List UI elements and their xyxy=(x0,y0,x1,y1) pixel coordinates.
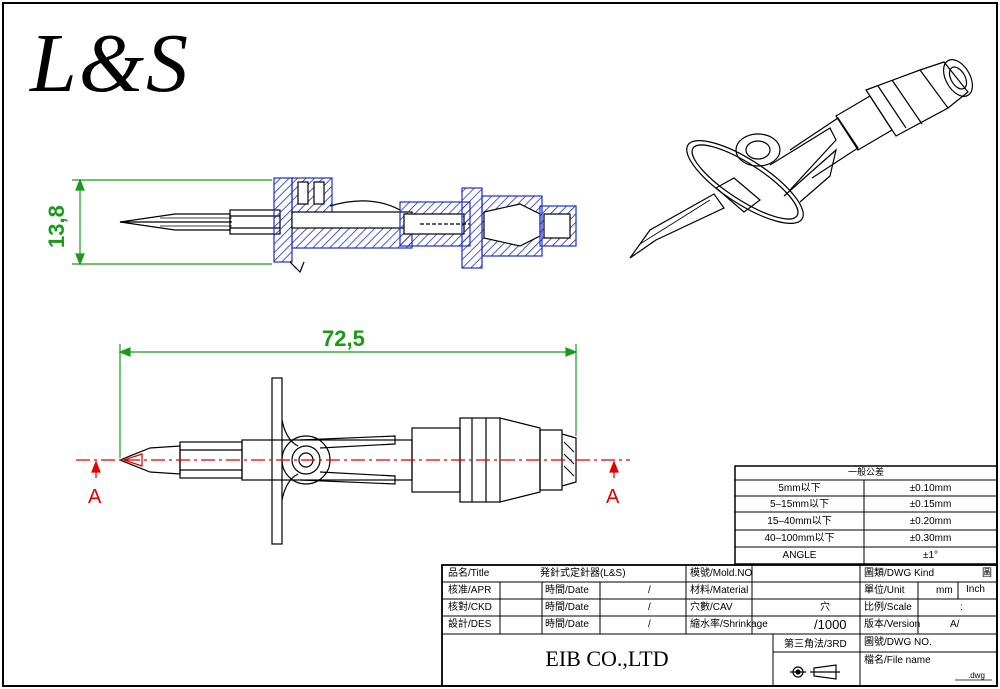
tb-unit-inch: Inch xyxy=(966,584,985,595)
tb-file-label: 檔名/File name xyxy=(864,655,931,666)
tolerance-value-2: ±0.15mm xyxy=(909,499,952,510)
tolerance-range-2: 5–15mm以下 xyxy=(770,499,829,510)
tb-date-slash-3: / xyxy=(648,619,651,630)
isometric-view xyxy=(629,59,974,259)
section-label-left: A xyxy=(88,486,102,508)
tb-date-label-1: 時間/Date xyxy=(545,585,589,596)
tb-shrink-value: /1000 xyxy=(814,617,847,632)
front-view xyxy=(118,377,577,545)
tolerance-range-4: 40–100mm以下 xyxy=(764,533,835,544)
tb-date-slash-1: / xyxy=(648,585,651,596)
tb-ckd-label: 核對/CKD xyxy=(448,602,492,613)
tb-scale-value: : xyxy=(960,602,963,613)
section-label-right: A xyxy=(606,486,620,508)
tolerance-table-lines xyxy=(734,465,998,565)
tolerance-value-1: ±0.10mm xyxy=(909,483,952,494)
tolerance-range-1: 5mm以下 xyxy=(778,483,821,494)
tb-version-value: A/ xyxy=(950,619,960,630)
section-line xyxy=(76,459,630,478)
tb-des-label: 設計/DES xyxy=(448,619,492,630)
dim-length-label: 72,5 xyxy=(322,326,365,351)
tb-scale-label: 比例/Scale xyxy=(864,602,912,613)
dim-height-lines xyxy=(72,178,272,266)
tolerance-range-5: ANGLE xyxy=(782,550,817,561)
title-block-lines xyxy=(441,564,998,687)
tb-material-label: 材料/Material xyxy=(690,585,749,596)
tb-date-label-2: 時間/Date xyxy=(545,602,589,613)
tb-title-label: 品名/Title xyxy=(448,568,490,579)
tb-unit-label: 單位/Unit xyxy=(864,585,905,596)
tb-unit-mm: mm xyxy=(936,585,953,596)
dim-length-lines xyxy=(118,344,578,458)
tolerance-range-3: 15–40mm以下 xyxy=(767,516,832,527)
tb-apr-label: 核准/APR xyxy=(448,585,492,596)
projection-symbol-icon xyxy=(790,664,840,680)
company-logo: L&S xyxy=(30,17,191,110)
tb-title-value: 発針式定針器(L&S) xyxy=(540,568,626,579)
tb-file-ext: .dwg xyxy=(968,671,985,680)
company-name: EIB CO.,LTD xyxy=(545,646,669,671)
tolerance-value-4: ±0.30mm xyxy=(909,533,952,544)
tolerance-value-3: ±0.20mm xyxy=(909,516,952,527)
tb-date-label-3: 時間/Date xyxy=(545,619,589,630)
tb-cav-label: 穴數/CAV xyxy=(690,602,733,613)
dim-height-label: 13,8 xyxy=(44,205,69,248)
tb-shrink-label: 縮水率/Shrinkage xyxy=(690,619,768,630)
tb-mold-label: 模號/Mold.NO xyxy=(690,568,753,579)
tb-kind-value: 圖 xyxy=(982,568,992,579)
tolerance-value-5: ±1° xyxy=(922,550,939,561)
tb-angle-label: 第三角法/3RD xyxy=(784,639,847,650)
tb-dwgno-label: 圖號/DWG NO. xyxy=(864,637,932,648)
tb-version-label: 版本/Version xyxy=(864,619,921,630)
tb-cav-value: 穴 xyxy=(820,602,830,613)
section-view xyxy=(119,177,577,274)
tolerance-header: 一般公差 xyxy=(847,467,884,477)
tb-kind-label: 圖類/DWG Kind xyxy=(864,568,935,579)
tb-date-slash-2: / xyxy=(648,602,651,613)
